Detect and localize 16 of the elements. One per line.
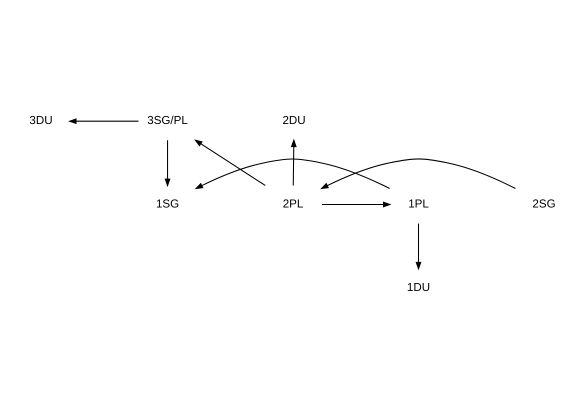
node-text: 1SG [156,198,180,210]
arrow [322,201,392,207]
node-text: 1DU [406,281,430,294]
node-text: 2SG [532,198,556,210]
arrow [164,140,170,187]
arrow [194,138,266,186]
arrow [194,158,390,189]
node-text: 3DU [29,114,53,127]
node-text: 2DU [282,114,306,127]
arrow [320,158,516,189]
node-text: 2PL [282,198,304,210]
arrow [290,138,297,185]
node-text: 1PL [408,198,429,210]
arrow [416,223,422,270]
node-text: 3SG/PL [147,114,188,127]
arrow [68,118,138,124]
